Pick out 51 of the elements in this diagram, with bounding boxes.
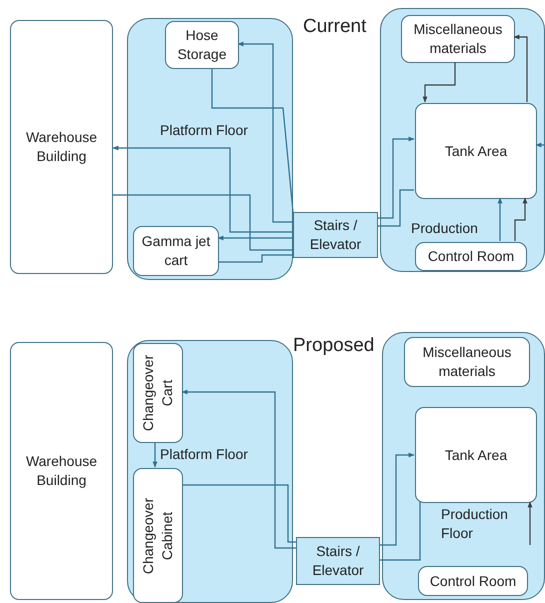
arrow [217,236,293,240]
area-box [415,103,537,199]
cabinet-box [133,468,183,603]
room-label: Miscellaneous materials [412,20,504,58]
room-box [404,337,530,387]
room-label: Tank Area [444,142,508,160]
room-label: Gamma jet cart [140,232,212,270]
room-label: Control Room [428,247,514,266]
floor-panel [127,340,293,603]
arrow [378,136,415,219]
room-label: Warehouse Building [24,128,98,166]
room-label: Stairs / Elevator [308,216,362,254]
arrow [380,452,415,546]
room-label: Hose Storage [176,26,228,64]
room-box [165,21,239,69]
room-box [133,226,219,276]
floor-panel [382,332,545,600]
room-box [418,566,528,596]
section-heading: Current [303,16,366,38]
room-label: Platform Floor [160,121,248,140]
arrow [181,390,296,549]
arrow [513,34,528,102]
room-label: Changeover Cart [139,354,176,434]
arrow [528,501,532,545]
room-label: Tank Area [444,446,508,464]
arrow [237,42,293,223]
floor-panel [380,8,545,272]
room-label: Platform Floor [160,445,248,464]
room-label: Control Room [430,572,516,590]
warehouse-box [10,20,113,274]
arrow [152,442,158,468]
stairs-box [296,537,380,585]
room-label: Production [411,219,478,238]
arrow [535,142,545,148]
room-label: Miscellaneous materials [422,343,512,381]
section-heading: Proposed [293,335,374,357]
stairs-box [293,212,378,258]
room-label: Stairs / Elevator [311,542,365,580]
warehouse-box [10,342,113,600]
arrow [112,146,293,233]
room-label: Warehouse Building [24,452,98,490]
area-box [415,407,537,503]
arrow [514,197,528,241]
room-box [415,242,527,271]
floor-panel [127,18,293,280]
arrow [422,62,456,103]
room-box [401,15,515,63]
room-label: Production Floor [441,505,509,543]
arrow [498,197,502,241]
room-label: Changeover Cabinet [139,496,176,576]
cart-box [133,343,183,443]
